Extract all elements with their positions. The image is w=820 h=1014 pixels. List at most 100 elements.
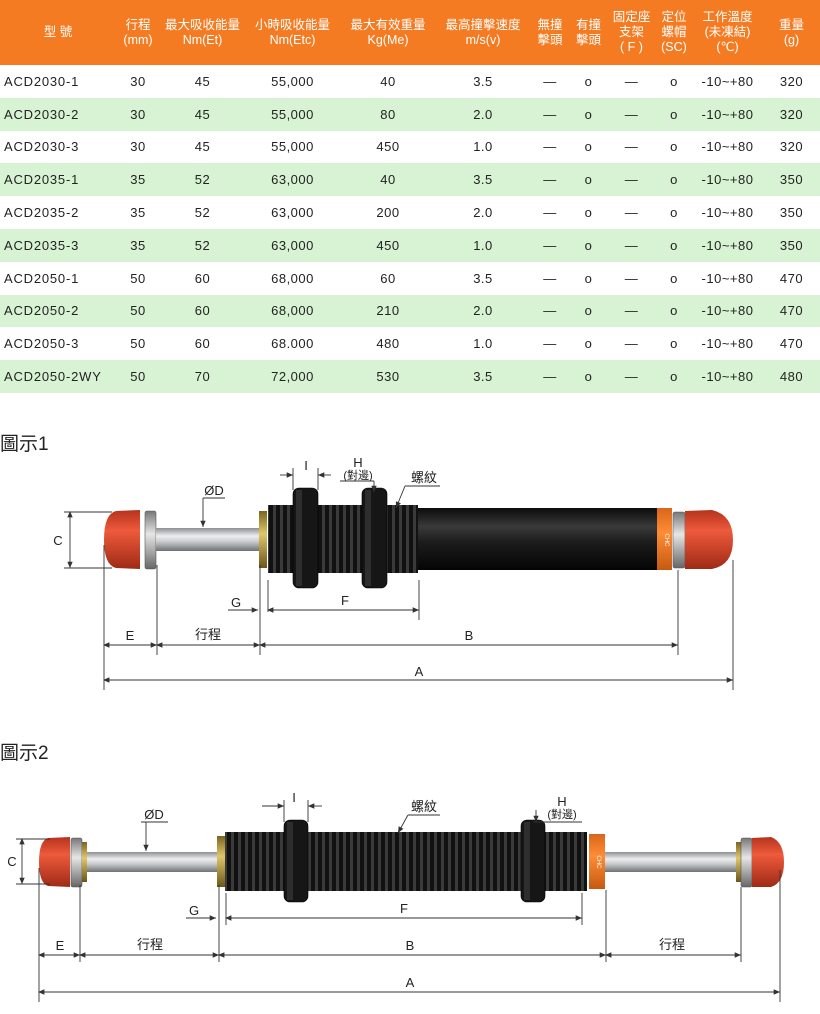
spec-table: 型 號行程 (mm)最大吸收能量 Nm(Et)小時吸收能量 Nm(Etc)最大有…: [0, 0, 820, 393]
table-cell: 72,000: [245, 360, 340, 393]
column-header: 重量 (g): [763, 0, 820, 65]
piston-rod: [156, 528, 260, 551]
table-cell: -10~+80: [701, 139, 754, 155]
label-e: E: [126, 628, 135, 643]
label-h-sub: (對邊): [343, 468, 372, 482]
model-cell: ACD2050-3: [4, 336, 80, 352]
table-cell: 52: [194, 205, 211, 221]
table-cell: o: [670, 73, 678, 89]
column-header: 最大有效重量 Kg(Me): [340, 0, 436, 65]
table-cell: 200: [376, 205, 400, 221]
table-cell: —: [607, 97, 656, 131]
table-cell: 60: [380, 270, 396, 286]
table-cell: 480: [763, 360, 820, 393]
table-cell: —: [607, 163, 656, 197]
table-cell: —: [543, 139, 557, 155]
table-cell: 3.5: [473, 73, 493, 89]
right-cap-ring: [740, 837, 753, 888]
table-cell: 70: [160, 360, 245, 393]
table-cell: o: [656, 360, 692, 393]
label-f: F: [400, 901, 408, 916]
brand-text: CHC: [663, 534, 669, 548]
model-cell: ACD2035-1: [0, 163, 116, 197]
table-cell: o: [584, 336, 593, 352]
table-cell: o: [570, 163, 607, 197]
label-a: A: [406, 975, 415, 990]
table-cell: -10~+80: [701, 336, 754, 352]
table-cell: -10~+80: [692, 294, 763, 328]
table-cell: 68.000: [271, 336, 314, 352]
shock-absorber-1: CHC: [104, 487, 733, 589]
table-cell: 35: [130, 205, 146, 221]
table-cell: 210: [340, 294, 436, 328]
table-cell: 2.0: [473, 205, 493, 221]
table-cell: 35: [116, 163, 160, 197]
gold-ring: [217, 836, 225, 887]
table-cell: 450: [376, 139, 400, 155]
table-cell: 50: [116, 360, 160, 393]
table-cell: 3.5: [436, 163, 530, 197]
table-cell: 470: [779, 336, 804, 352]
body-tube: [418, 508, 658, 570]
left-cap-ring: [70, 837, 83, 888]
table-cell: —: [607, 228, 656, 262]
table-cell: o: [570, 360, 607, 393]
table-cell: 2.0: [436, 97, 530, 131]
brand-text: CHC: [595, 856, 601, 870]
model-cell: ACD2030-1: [4, 73, 80, 89]
column-header: 工作溫度 (未凍結) (℃): [692, 0, 763, 65]
table-cell: —: [624, 336, 639, 352]
table-cell: 63,000: [245, 228, 340, 262]
figure2-title: 圖示2: [0, 743, 49, 764]
right-piston-rod: [605, 852, 738, 872]
label-i: I: [292, 790, 296, 805]
table-cell: o: [670, 336, 678, 352]
table-cell: 350: [763, 228, 820, 262]
table-cell: 60: [194, 336, 211, 352]
label-g: G: [231, 595, 241, 610]
left-bumper-cap: [39, 837, 70, 887]
table-cell: —: [543, 270, 557, 286]
left-cap-ring: [144, 510, 157, 570]
table-cell: o: [656, 163, 692, 197]
label-a: A: [415, 664, 424, 679]
table-cell: -10~+80: [692, 228, 763, 262]
table-cell: -10~+80: [701, 73, 754, 89]
model-cell: ACD2050-2WY: [0, 360, 116, 393]
table-cell: o: [656, 228, 692, 262]
table-cell: 30: [130, 139, 146, 155]
model-cell: ACD2035-2: [4, 205, 80, 221]
table-cell: 55,000: [245, 97, 340, 131]
table-cell: 40: [380, 73, 396, 89]
table-cell: o: [570, 228, 607, 262]
table-cell: o: [656, 97, 692, 131]
table-cell: 470: [763, 294, 820, 328]
label-b: B: [406, 938, 415, 953]
table-cell: -10~+80: [701, 205, 754, 221]
right-bumper-cap: [685, 510, 733, 569]
table-cell: -10~+80: [692, 97, 763, 131]
label-stroke-right: 行程: [659, 937, 685, 952]
table-cell: 450: [340, 228, 436, 262]
label-c: C: [7, 854, 16, 869]
model-cell: ACD2035-3: [0, 228, 116, 262]
table-cell: 2.0: [436, 294, 530, 328]
table-cell: 45: [160, 97, 245, 131]
label-c: C: [53, 533, 62, 548]
table-cell: o: [570, 97, 607, 131]
table-cell: —: [530, 228, 570, 262]
label-d: ØD: [204, 483, 224, 498]
table-cell: 320: [779, 139, 804, 155]
model-cell: ACD2030-2: [0, 97, 116, 131]
table-cell: 530: [340, 360, 436, 393]
table-cell: 45: [194, 73, 211, 89]
table-cell: —: [624, 205, 639, 221]
table-cell: -10~+80: [701, 270, 754, 286]
left-gold-ring: [82, 842, 87, 882]
